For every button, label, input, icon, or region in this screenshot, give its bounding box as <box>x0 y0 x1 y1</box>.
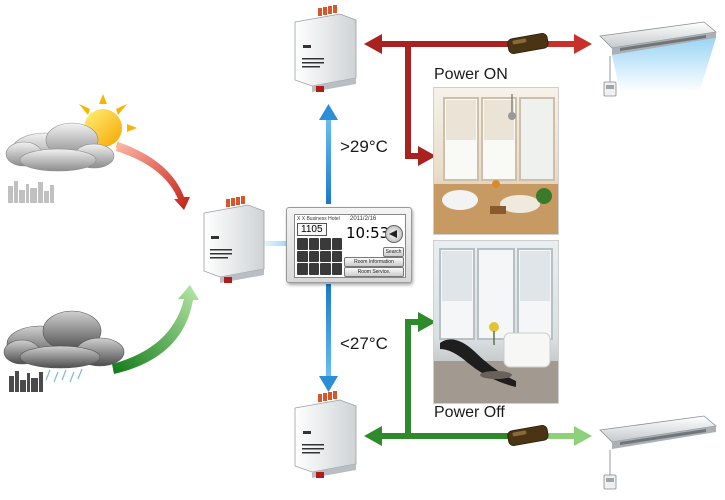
panel-room-number: 1105 <box>297 223 327 236</box>
keypad-key[interactable] <box>320 238 331 250</box>
control-arrows <box>256 104 338 392</box>
panel-back-arrow-icon[interactable] <box>385 225 403 243</box>
rainy-weather-icon <box>3 310 125 392</box>
touch-panel-device: X X Business Hotel 2011/2/16 1105 10:53 … <box>286 207 412 283</box>
power-off-label: Power Off <box>434 404 505 421</box>
air-conditioner-on-icon <box>599 21 717 97</box>
keypad-key[interactable] <box>331 250 342 263</box>
air-conditioner-off-icon <box>599 415 717 490</box>
panel-hotel-name: X X Business Hotel <box>297 216 340 222</box>
keypad-key[interactable] <box>331 263 342 275</box>
keypad-key[interactable] <box>308 250 319 263</box>
panel-clock: 10:53 <box>346 224 390 242</box>
ir-transmitter-top <box>507 33 549 54</box>
ir-transmitter-bottom <box>507 425 549 446</box>
power-on-label: Power ON <box>434 66 508 83</box>
temperature-high-label: >29°C <box>340 137 388 156</box>
touch-panel-screen: X X Business Hotel 2011/2/16 1105 10:53 … <box>294 214 406 278</box>
panel-room-info-button[interactable]: Room Information <box>344 257 404 267</box>
panel-keypad[interactable] <box>297 238 342 275</box>
keypad-key[interactable] <box>331 238 342 250</box>
controller-device-top <box>294 5 357 92</box>
weather-hot-arrow <box>116 142 190 210</box>
keypad-key[interactable] <box>320 250 331 263</box>
room-power-on-photo <box>433 87 559 235</box>
keypad-key[interactable] <box>297 263 308 275</box>
panel-room-service-button[interactable]: Room Service. <box>344 267 404 277</box>
panel-date: 2011/2/16 <box>350 216 377 222</box>
sunny-weather-icon <box>5 94 137 203</box>
controller-device-middle <box>203 196 265 283</box>
weather-cold-arrow <box>112 285 199 374</box>
keypad-key[interactable] <box>297 238 308 250</box>
keypad-key[interactable] <box>308 238 319 250</box>
power-off-lines <box>364 312 592 446</box>
keypad-key[interactable] <box>308 263 319 275</box>
keypad-key[interactable] <box>297 250 308 263</box>
power-on-lines <box>364 34 592 166</box>
controller-device-bottom <box>294 391 357 478</box>
keypad-key[interactable] <box>320 263 331 275</box>
room-power-off-photo <box>433 240 559 404</box>
temperature-low-label: <27°C <box>340 334 388 353</box>
panel-search-button[interactable]: Search <box>383 247 404 257</box>
